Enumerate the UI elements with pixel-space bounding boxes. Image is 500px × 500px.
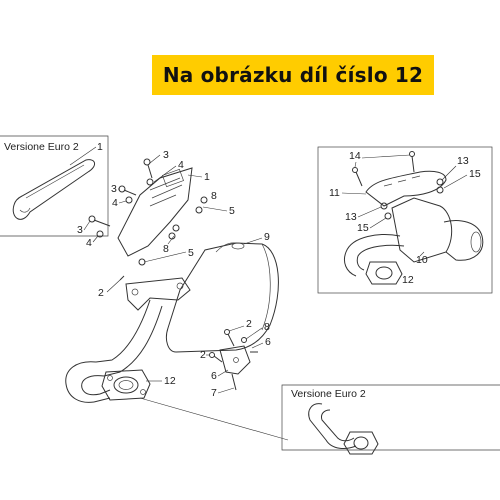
callout-r13a: 13 [457, 155, 469, 167]
callout-3b: 3 [111, 183, 117, 195]
callout-9: 9 [264, 231, 270, 243]
callout-3c: 3 [77, 224, 83, 236]
callout-r15a: 15 [469, 168, 481, 180]
callout-8b: 8 [163, 243, 169, 255]
callouts-small-bracket: 2 8 6 2 6 7 [200, 318, 271, 399]
main-heat-shield-group [88, 158, 208, 266]
exhaust-pipe-manifold [65, 361, 111, 403]
nut-right-a [172, 224, 180, 232]
callout-5a: 5 [229, 205, 235, 217]
inset-euro2-pipe: Versione Euro 2 [281, 384, 500, 455]
muffler-bracket [125, 277, 191, 311]
title-banner: Na obrázku díl číslo 12 [152, 55, 434, 95]
callout-8c: 8 [264, 321, 270, 333]
callout-4c: 4 [86, 237, 92, 249]
callout-12a: 12 [164, 375, 176, 387]
screw-left-lower [88, 215, 111, 227]
washer-top [146, 178, 154, 186]
callout-tl-1: 1 [97, 141, 103, 153]
inset-title-top-left: Versione Euro 2 [4, 141, 79, 153]
callout-6a: 6 [265, 336, 271, 348]
washer-left-upper [125, 196, 133, 204]
callout-r11: 11 [329, 187, 340, 199]
banner-text: Na obrázku díl číslo 12 [162, 63, 424, 87]
callout-8a: 8 [211, 190, 217, 202]
callout-7: 7 [211, 387, 217, 399]
inset-right-euro3 [317, 146, 493, 294]
callouts-main-shield: 3 4 1 3 4 8 5 3 4 8 5 [77, 149, 235, 263]
screw-top [143, 158, 153, 179]
callout-2c: 2 [200, 349, 206, 361]
main-heat-shield [117, 167, 193, 257]
callout-4b: 4 [112, 197, 118, 209]
callout-2a: 2 [98, 287, 104, 299]
main-muffler [95, 242, 279, 377]
callout-3a: 3 [163, 149, 169, 161]
mounting-bracket-small [209, 329, 258, 391]
callout-4a: 4 [178, 159, 184, 171]
callout-r12: 12 [402, 274, 414, 286]
callout-1b: 1 [204, 171, 210, 183]
inset-pointer-line [139, 397, 289, 441]
callout-r14: 14 [349, 150, 361, 162]
callout-r13b: 13 [345, 211, 357, 223]
inset-title-bottom-right: Versione Euro 2 [291, 388, 366, 400]
callout-r15b: 15 [357, 222, 369, 234]
callout-6b: 6 [211, 370, 217, 382]
callout-5b: 5 [188, 247, 194, 259]
washer-right-b [195, 206, 203, 214]
washer-left-lower [96, 230, 104, 238]
nut-right-b [168, 232, 176, 240]
callout-r10: 10 [416, 254, 428, 266]
callout-2b: 2 [246, 318, 252, 330]
exhaust-gasket-part-12 [101, 369, 151, 401]
callouts-right-inset: 14 13 15 11 13 15 10 12 [329, 150, 481, 286]
inset-euro2-heat-shield: Versione Euro 2 1 [0, 135, 109, 237]
screw-left-upper [118, 185, 137, 196]
washer-right-a [200, 196, 208, 204]
heat-shield-euro2 [12, 159, 95, 220]
